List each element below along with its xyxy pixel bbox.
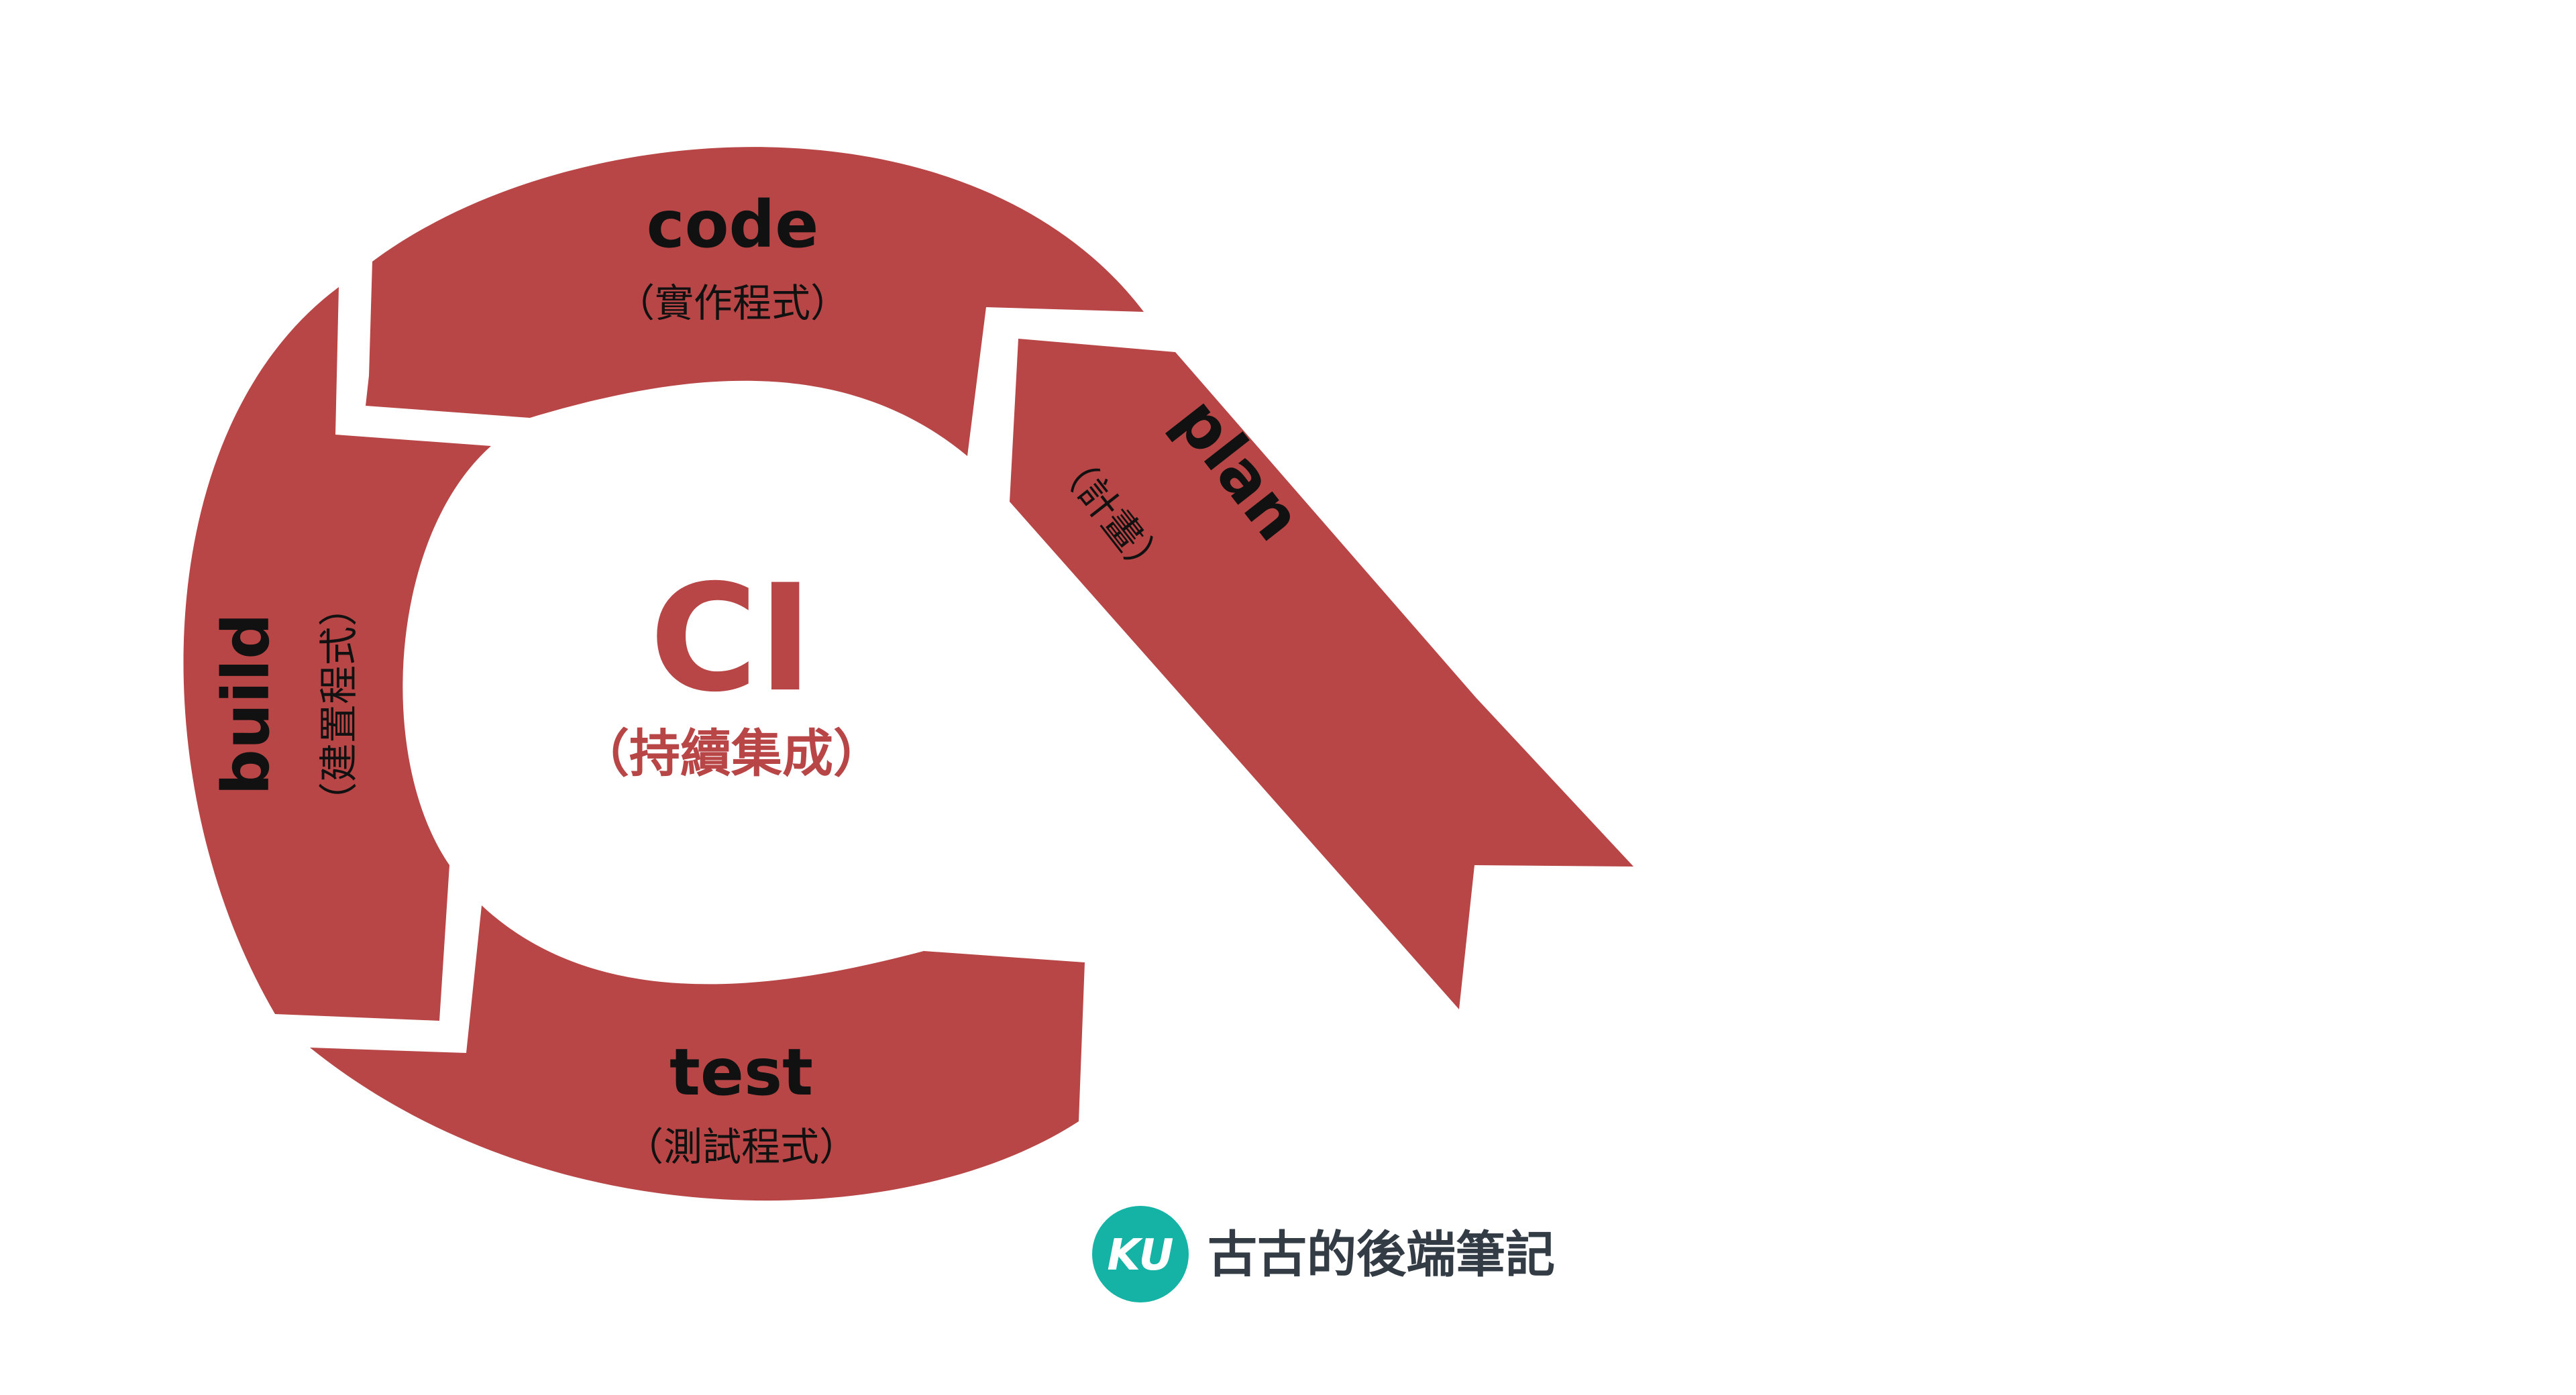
logo-circle	[1092, 1206, 1189, 1302]
stage-build-label: build	[209, 613, 284, 795]
stage-test-sub: （測試程式）	[625, 1124, 858, 1170]
segment-test	[310, 905, 1085, 1201]
brand-logo: KU 古古的後端筆記	[1092, 1206, 1555, 1302]
center-title: CI	[649, 553, 812, 724]
stage-code-label: code	[647, 187, 819, 262]
segment-plan	[1010, 339, 1633, 1009]
stage-test-label: test	[669, 1035, 813, 1110]
segment-code	[366, 147, 1144, 456]
logo-mark: KU	[1107, 1231, 1173, 1280]
stage-code-sub: （實作程式）	[616, 280, 849, 326]
stage-build-sub: （建置程式）	[316, 588, 362, 821]
segment-build	[183, 287, 491, 1021]
brand-name: 古古的後端筆記	[1208, 1226, 1555, 1284]
center-subtitle: （持續集成）	[578, 724, 884, 783]
